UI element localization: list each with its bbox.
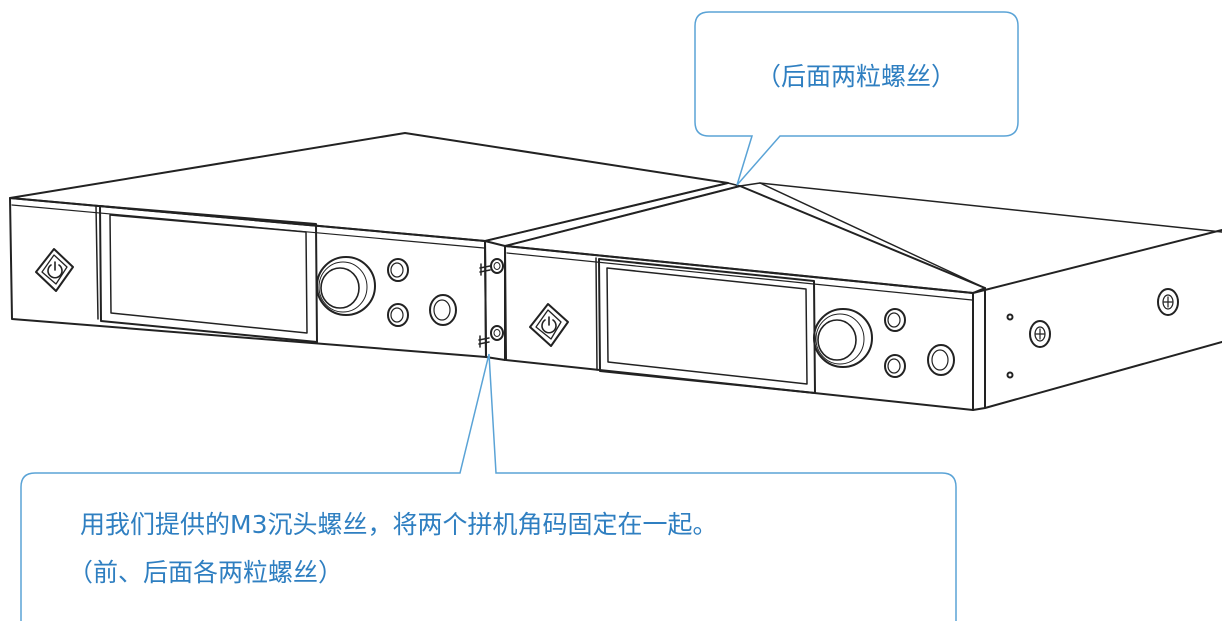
- screw-top: [479, 258, 504, 276]
- right-device-display-frame: [598, 258, 816, 394]
- rotary-knob-left: [316, 256, 376, 316]
- right-device-buttons: [884, 308, 955, 378]
- right-device-display: [606, 267, 808, 385]
- rear-screw-callout-text: （后面两粒螺丝）: [756, 62, 956, 91]
- left-device-display: [109, 214, 308, 334]
- right-device-side-panel: [972, 229, 1222, 411]
- screw-bottom: [478, 325, 504, 348]
- front-screw-note-text: （前、后面各两粒螺丝）: [68, 558, 343, 587]
- right-device: [504, 182, 1222, 411]
- front-screw-instruction-text: 用我们提供的M3沉头螺丝，将两个拼机角码固定在一起。: [80, 510, 717, 539]
- power-icon: [35, 248, 74, 292]
- side-screws: [1006, 288, 1179, 379]
- left-device-display-frame: [99, 205, 318, 343]
- power-icon: [529, 303, 569, 347]
- rotary-knob-right: [813, 308, 873, 368]
- front-screw-callout-bubble: [20, 353, 957, 621]
- left-device-top-cover: [9, 132, 729, 242]
- rear-screw-callout-bubble: [694, 11, 1019, 186]
- left-device-buttons: [387, 258, 457, 327]
- joining-bracket: [478, 182, 741, 361]
- left-device-front-panel: [9, 197, 487, 358]
- left-device: [9, 132, 729, 358]
